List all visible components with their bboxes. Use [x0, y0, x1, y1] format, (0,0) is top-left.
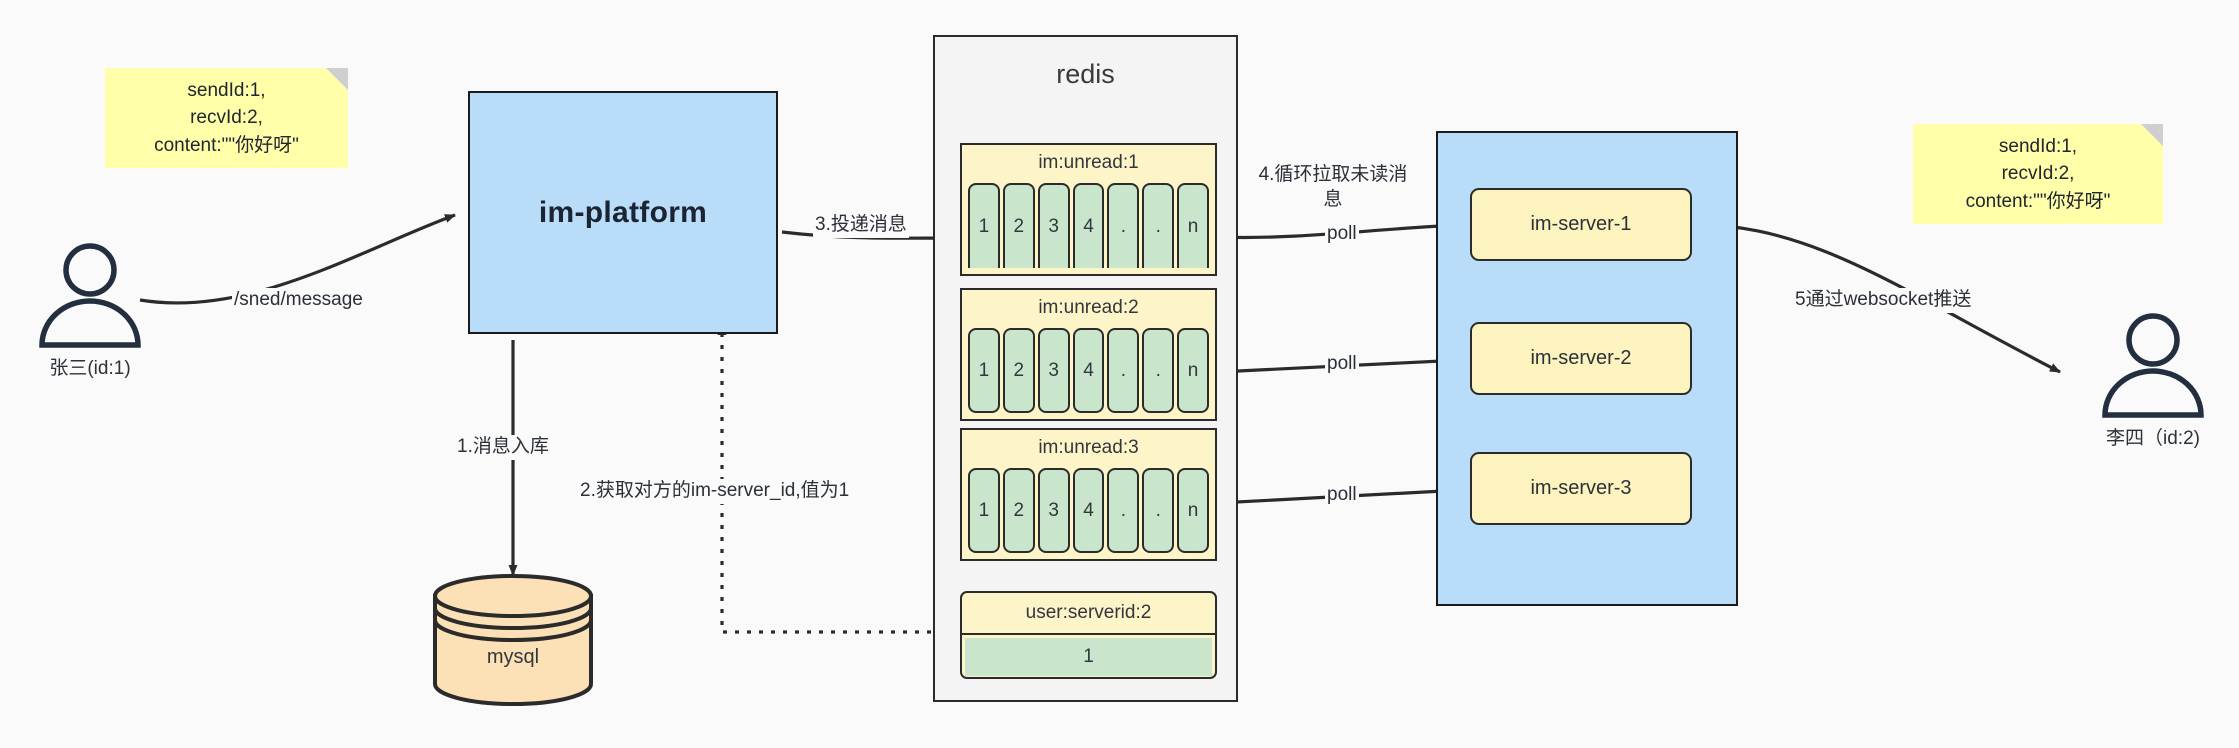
queue-cell[interactable]: 1	[968, 468, 1000, 553]
edge-label-poll-3: poll	[1325, 483, 1359, 508]
queue-cell[interactable]: n	[1177, 183, 1210, 268]
redis-key-user-serverid[interactable]: user:serverid:2 1	[960, 591, 1217, 679]
edge-label-step3: 3.投递消息	[813, 213, 909, 238]
im-server-2-label: im-server-2	[1530, 347, 1632, 369]
queue-cell[interactable]: 4	[1072, 183, 1105, 268]
database-cylinder-icon	[433, 574, 593, 706]
queue-cell[interactable]: 3	[1037, 183, 1070, 268]
queue-key-label: im:unread:1	[1038, 152, 1139, 173]
queue-cell[interactable]: 2	[1002, 183, 1035, 268]
redis-queue-im-unread-3[interactable]: im:unread:3 1 2 3 4 . . n	[960, 428, 1217, 561]
edge-label-poll-2: poll	[1325, 352, 1359, 377]
redis-queue-im-unread-2[interactable]: im:unread:2 1 2 3 4 . . n	[960, 288, 1217, 421]
user-icon	[2102, 313, 2204, 418]
queue-cell[interactable]: 2	[1002, 468, 1035, 553]
queue-key-label: im:unread:2	[1038, 297, 1139, 318]
queue-cells: 1 2 3 4 . . n	[968, 328, 1210, 413]
queue-cell[interactable]: .	[1142, 468, 1175, 553]
queue-cell[interactable]: .	[1107, 468, 1140, 553]
note-right-message: sendId:1, recvId:2, content:""你好呀"	[1913, 124, 2163, 224]
queue-key-label: im:unread:3	[1038, 437, 1139, 458]
edge-label-step1: 1.消息入库	[455, 435, 551, 460]
queue-cell[interactable]: 3	[1037, 468, 1070, 553]
queue-cell[interactable]: 1	[968, 183, 1000, 268]
queue-cell[interactable]: n	[1177, 328, 1210, 413]
edge-label-send-message: /sned/message	[232, 288, 365, 313]
queue-cell[interactable]: 3	[1037, 328, 1070, 413]
note-fold-icon	[326, 68, 348, 90]
im-server-2-box[interactable]: im-server-2	[1470, 322, 1692, 395]
edge-label-poll-1: poll	[1325, 222, 1359, 247]
queue-cell[interactable]: 1	[968, 328, 1000, 413]
queue-cell[interactable]: .	[1142, 183, 1175, 268]
queue-cell[interactable]: .	[1107, 183, 1140, 268]
queue-cell[interactable]: 4	[1072, 468, 1105, 553]
queue-cells: 1 2 3 4 . . n	[968, 468, 1210, 553]
redis-title: redis	[1056, 59, 1115, 89]
mysql-label: mysql	[486, 646, 540, 668]
actor-sender-label: 张三(id:1)	[49, 358, 131, 379]
im-server-3-label: im-server-3	[1530, 477, 1632, 499]
edge-label-step4: 4.循环拉取未读消 息	[1256, 163, 1410, 213]
queue-cells: 1 2 3 4 . . n	[968, 183, 1210, 268]
edge-label-step2: 2.获取对方的im-server_id,值为1	[578, 479, 852, 504]
queue-cell[interactable]: 4	[1072, 328, 1105, 413]
im-server-1-box[interactable]: im-server-1	[1470, 188, 1692, 261]
im-server-1-label: im-server-1	[1530, 213, 1632, 235]
user-icon	[39, 243, 141, 348]
note-right-text: sendId:1, recvId:2, content:""你好呀"	[1965, 135, 2111, 212]
note-fold-icon	[2141, 124, 2163, 146]
queue-cell[interactable]: 2	[1002, 328, 1035, 413]
mysql-database[interactable]: mysql	[432, 574, 594, 706]
redis-queue-im-unread-1[interactable]: im:unread:1 1 2 3 4 . . n	[960, 143, 1217, 276]
actor-receiver-label: 李四（id:2)	[2106, 428, 2200, 449]
note-left-message: sendId:1, recvId:2, content:""你好呀"	[105, 68, 348, 168]
im-platform-label: im-platform	[538, 195, 708, 229]
queue-cell[interactable]: .	[1107, 328, 1140, 413]
actor-sender: 张三(id:1)	[30, 243, 150, 383]
queue-cell[interactable]: .	[1142, 328, 1175, 413]
edge-label-step5: 5通过websocket推送	[1793, 288, 1974, 313]
queue-cell[interactable]: n	[1177, 468, 1210, 553]
actor-receiver: 李四（id:2)	[2093, 313, 2213, 453]
note-left-text: sendId:1, recvId:2, content:""你好呀"	[154, 79, 299, 156]
kv-value: 1	[965, 638, 1212, 676]
kv-key-label: user:serverid:2	[962, 593, 1215, 635]
im-platform-box[interactable]: im-platform	[468, 91, 778, 334]
im-server-3-box[interactable]: im-server-3	[1470, 452, 1692, 525]
